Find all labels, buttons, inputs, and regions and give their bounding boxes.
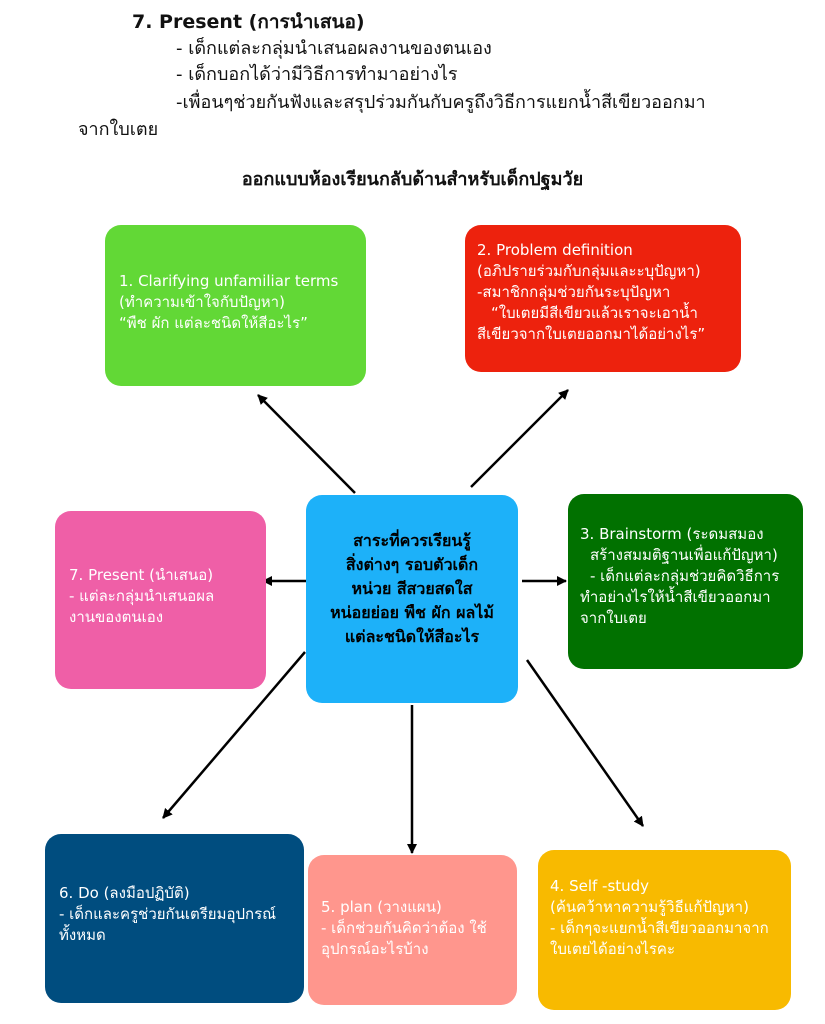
step-self-study-title: 4. Self -study <box>550 877 650 895</box>
step-problem-title: 2. Problem definition <box>477 241 633 259</box>
step-brainstorm-box: 3. Brainstorm (ระดมสมอง สร้างสมมติฐานเพื… <box>568 494 803 669</box>
step-do-title: 6. Do (ลงมือปฏิบัติ) <box>59 884 190 902</box>
step-brainstorm-detail: - เด็กแต่ละกลุ่มช่วยคิดวิธีการ <box>590 567 780 585</box>
step-present-detail-cont: งานของตนเอง <box>69 608 164 626</box>
step-problem-subtitle: (อภิปรายร่วมกับกลุ่มและะบุปัญหา) <box>477 262 701 280</box>
center-topic-line: สิ่งต่างๆ รอบตัวเด็ก <box>345 555 479 574</box>
step-problem-question: “ใบเตยมีสีเขียวแล้วเราจะเอาน้ำ <box>491 304 698 322</box>
step-problem-definition-box: 2. Problem definition (อภิปรายร่วมกับกลุ… <box>465 225 741 372</box>
step-brainstorm-detail-cont: ทำอย่างไรให้น้ำสีเขียวออกมา <box>580 588 771 606</box>
step-brainstorm-title: 3. Brainstorm (ระดมสมอง <box>580 525 764 543</box>
bullet-summarize-continued: จากใบเตย <box>78 119 159 140</box>
step-present-box: 7. Present (นำเสนอ) - แต่ละกลุ่มนำเสนอผล… <box>55 511 266 689</box>
step-do-box: 6. Do (ลงมือปฏิบัติ) - เด็กและครูช่วยกัน… <box>45 834 304 1003</box>
step-clarifying-title: 1. Clarifying unfamiliar terms <box>119 272 339 290</box>
center-topic-line: หน่อยย่อย พืช ผัก ผลไม้ <box>330 603 494 622</box>
bullet-summarize: -เพื่อนๆช่วยกันฟังและสรุปร่วมกันกับครูถึ… <box>176 92 706 113</box>
step-plan-title: 5. plan (วางแผน) <box>321 898 442 916</box>
step-brainstorm-subtitle: สร้างสมมติฐานเพื่อแก้ปัญหา) <box>590 546 778 564</box>
bullet-explain-method: - เด็กบอกได้ว่ามีวิธีการทำมาอย่างไร <box>176 64 458 85</box>
step-do-detail-cont: ทั้งหมด <box>59 926 106 944</box>
step-problem-question-cont: สีเขียวจากใบเตยออกมาได้อย่างไร” <box>477 325 706 343</box>
center-topic-line: แต่ละชนิดให้สีอะไร <box>344 627 480 646</box>
step-brainstorm-detail-end: จากใบเตย <box>580 609 647 627</box>
step-plan-detail: - เด็กช่วยกันคิดว่าต้อง ใช้ <box>321 919 487 937</box>
step-clarifying-box: 1. Clarifying unfamiliar terms (ทำความเข… <box>105 225 366 386</box>
step-problem-detail: -สมาชิกกลุ่มช่วยกันระบุปัญหา <box>477 283 671 301</box>
arrow-to-self-study <box>525 659 645 827</box>
step-plan-detail-cont: อุปกรณ์อะไรบ้าง <box>321 940 429 958</box>
step-do-detail: - เด็กและครูช่วยกันเตรียมอุปกรณ์ <box>59 905 277 923</box>
arrow-to-do <box>162 651 306 819</box>
bullet-present-groups: - เด็กแต่ละกลุ่มนำเสนอผลงานของตนเอง <box>176 38 492 59</box>
step-present-title: 7. Present (นำเสนอ) <box>69 566 214 584</box>
arrow-to-clarifying <box>257 394 356 494</box>
center-topic-box: สาระที่ควรเรียนรู้ สิ่งต่างๆ รอบตัวเด็ก … <box>306 495 518 703</box>
step-self-study-subtitle: (ค้นคว้าหาความรู้วิธีแก้ปัญหา) <box>550 898 749 916</box>
step-clarifying-subtitle: (ทำความเข้าใจกับปัญหา) <box>119 293 285 311</box>
center-topic-line: สาระที่ควรเรียนรู้ <box>353 531 471 550</box>
step-self-study-box: 4. Self -study (ค้นคว้าหาความรู้วิธีแก้ป… <box>538 850 791 1010</box>
section-heading: 7. Present (การนำเสนอ) <box>132 11 365 33</box>
diagram-title: ออกแบบห้องเรียนกลับด้านสำหรับเด็กปฐมวัย <box>241 169 584 190</box>
step-plan-box: 5. plan (วางแผน) - เด็กช่วยกันคิดว่าต้อง… <box>308 855 517 1005</box>
center-topic-line: หน่วย สีสวยสดใส <box>351 579 473 598</box>
step-self-study-detail-cont: ใบเตยได้อย่างไรคะ <box>550 940 676 958</box>
step-clarifying-question: “พืช ผัก แต่ละชนิดให้สีอะไร” <box>119 314 308 332</box>
step-self-study-detail: - เด็กๆจะแยกน้ำสีเขียวออกมาจาก <box>550 919 769 937</box>
arrow-to-problem-definition <box>470 389 569 488</box>
step-present-detail: - แต่ละกลุ่มนำเสนอผล <box>69 587 215 605</box>
